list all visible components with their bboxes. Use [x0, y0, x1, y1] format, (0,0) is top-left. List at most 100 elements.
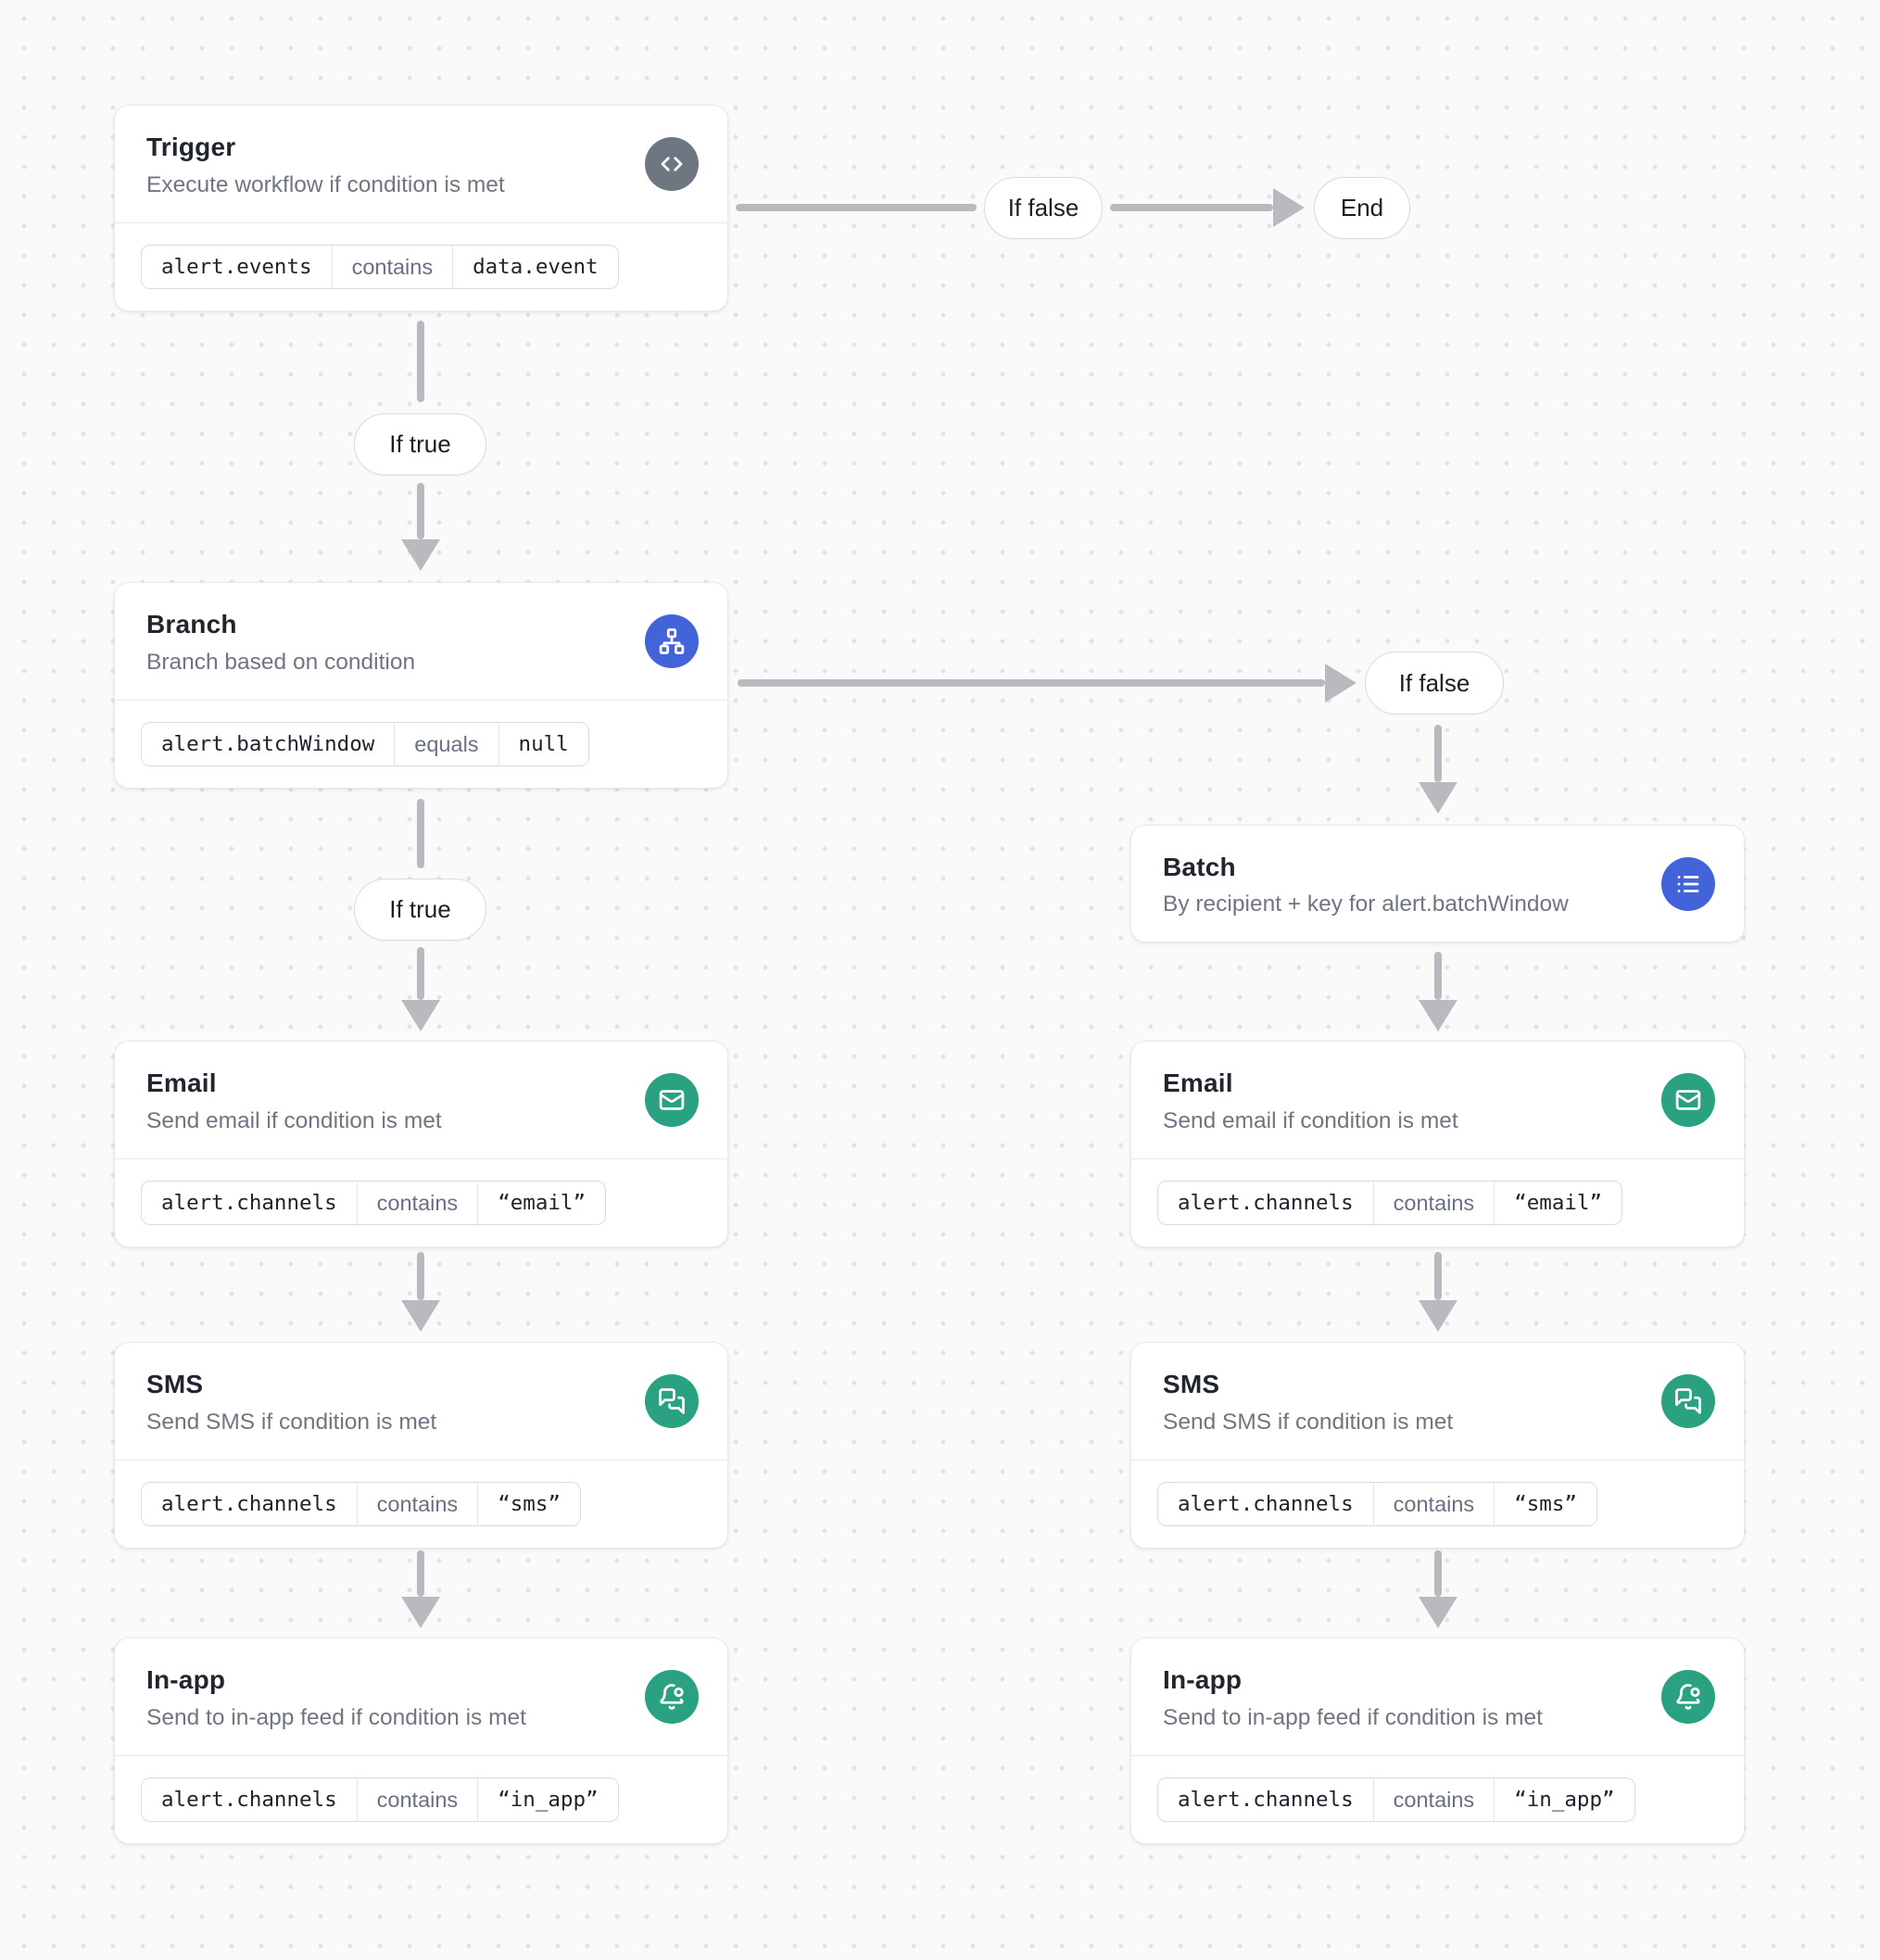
node-subtitle: Branch based on condition: [146, 650, 416, 675]
chip-field: alert.channels: [1178, 1788, 1354, 1812]
chip-operator: contains: [331, 246, 453, 288]
condition-row: alert.channels contains “in_app”: [1131, 1755, 1744, 1843]
chip-value: null: [498, 723, 588, 765]
arrowhead-down-icon: [1419, 782, 1457, 814]
bell-dot-icon: [645, 1670, 699, 1724]
edge-label-if-true-branch: If true: [354, 879, 486, 941]
arrowhead-down-icon: [401, 1300, 440, 1332]
chip-operator: equals: [394, 723, 498, 765]
node-header: Email Send email if condition is met: [1131, 1042, 1744, 1158]
chip-value: “sms”: [1494, 1483, 1596, 1525]
condition-chip: alert.channels contains “sms”: [1157, 1482, 1597, 1526]
email-node-left[interactable]: Email Send email if condition is met ale…: [114, 1041, 728, 1247]
bell-dot-icon: [1661, 1670, 1715, 1724]
edge-label-if-false-branch: If false: [1365, 651, 1504, 714]
chip-operator: contains: [1372, 1182, 1495, 1224]
node-subtitle: Send SMS if condition is met: [1163, 1410, 1454, 1435]
list-icon: [1661, 857, 1715, 911]
node-subtitle: Send email if condition is met: [146, 1108, 442, 1133]
node-title: SMS: [1163, 1370, 1220, 1398]
sms-node-left[interactable]: SMS Send SMS if condition is met alert.c…: [114, 1342, 728, 1549]
trigger-node[interactable]: Trigger Execute workflow if condition is…: [114, 105, 728, 311]
node-header: SMS Send SMS if condition is met: [1131, 1343, 1744, 1460]
node-title: Email: [146, 1069, 217, 1097]
edge-trigger-to-iffalse: [736, 204, 977, 211]
edge-label-text: If true: [389, 895, 451, 923]
condition-chip: alert.channels contains “in_app”: [141, 1777, 619, 1822]
condition-chip: alert.channels contains “email”: [1157, 1181, 1623, 1225]
arrowhead-down-icon: [1419, 1300, 1457, 1332]
node-header: Email Send email if condition is met: [115, 1042, 727, 1158]
envelope-icon: [645, 1073, 699, 1127]
condition-row: alert.events contains data.event: [115, 222, 727, 310]
batch-node[interactable]: Batch By recipient + key for alert.batch…: [1130, 825, 1745, 942]
chip-operator: contains: [356, 1778, 478, 1821]
chat-bubbles-icon: [645, 1374, 699, 1428]
edge-sms-to-inapp-left: [417, 1550, 424, 1597]
chip-operator: contains: [1372, 1483, 1495, 1525]
condition-chip: alert.events contains data.event: [141, 245, 619, 289]
node-title: Trigger: [146, 133, 236, 161]
chip-field: alert.channels: [161, 1788, 337, 1812]
chip-field: alert.channels: [161, 1191, 337, 1215]
node-subtitle: Execute workflow if condition is met: [146, 172, 505, 197]
chip-operator: contains: [356, 1483, 478, 1525]
inapp-node-right[interactable]: In-app Send to in-app feed if condition …: [1130, 1638, 1745, 1844]
node-header: Branch Branch based on condition: [115, 583, 727, 700]
node-title: In-app: [1163, 1665, 1243, 1694]
edge-iffalse-to-batch: [1434, 725, 1442, 782]
end-node[interactable]: End: [1314, 177, 1410, 239]
edge-label-if-true-trigger: If true: [354, 413, 486, 475]
node-header: In-app Send to in-app feed if condition …: [1131, 1638, 1744, 1755]
condition-chip: alert.channels contains “in_app”: [1157, 1777, 1635, 1822]
node-header: Trigger Execute workflow if condition is…: [115, 106, 727, 222]
node-header: SMS Send SMS if condition is met: [115, 1343, 727, 1460]
condition-row: alert.batchWindow equals null: [115, 700, 727, 788]
condition-chip: alert.channels contains “email”: [141, 1181, 607, 1225]
edge-branch-to-iftrue: [417, 799, 424, 868]
edge-iffalse-to-end: [1110, 204, 1273, 211]
chip-value: “in_app”: [477, 1778, 617, 1821]
arrowhead-right-icon: [1325, 664, 1356, 702]
edge-email-to-sms-left: [417, 1252, 424, 1300]
edge-iftrue-to-email: [417, 947, 424, 1000]
node-title: In-app: [146, 1665, 226, 1694]
edge-trigger-to-iftrue: [417, 321, 424, 402]
node-subtitle: Send to in-app feed if condition is met: [146, 1705, 526, 1730]
arrowhead-down-icon: [401, 539, 440, 571]
condition-row: alert.channels contains “in_app”: [115, 1755, 727, 1843]
node-title: Branch: [146, 610, 237, 639]
chat-bubbles-icon: [1661, 1374, 1715, 1428]
chip-field: alert.channels: [1178, 1492, 1354, 1516]
edge-branch-to-iffalse: [738, 679, 1325, 687]
envelope-icon: [1661, 1073, 1715, 1127]
edge-label-text: If true: [389, 430, 451, 458]
chip-value: “sms”: [477, 1483, 580, 1525]
edge-email-to-sms-right: [1434, 1252, 1442, 1300]
edge-sms-to-inapp-right: [1434, 1550, 1442, 1597]
chip-field: alert.channels: [1178, 1191, 1354, 1215]
edge-iftrue-to-branch: [417, 483, 424, 539]
arrowhead-down-icon: [401, 1000, 440, 1031]
node-subtitle: By recipient + key for alert.batchWindow: [1163, 891, 1569, 917]
arrowhead-down-icon: [401, 1597, 440, 1628]
code-icon: [645, 137, 699, 191]
condition-row: alert.channels contains “sms”: [115, 1460, 727, 1548]
condition-row: alert.channels contains “sms”: [1131, 1460, 1744, 1548]
branch-node[interactable]: Branch Branch based on condition alert.b…: [114, 582, 728, 789]
edge-label-if-false-trigger: If false: [984, 177, 1103, 239]
node-title: Batch: [1163, 852, 1236, 881]
node-subtitle: Send to in-app feed if condition is met: [1163, 1705, 1543, 1730]
node-header: In-app Send to in-app feed if condition …: [115, 1638, 727, 1755]
arrowhead-down-icon: [1419, 1000, 1457, 1031]
sms-node-right[interactable]: SMS Send SMS if condition is met alert.c…: [1130, 1342, 1745, 1549]
email-node-right[interactable]: Email Send email if condition is met ale…: [1130, 1041, 1745, 1247]
node-subtitle: Send SMS if condition is met: [146, 1410, 437, 1435]
condition-chip: alert.channels contains “sms”: [141, 1482, 581, 1526]
node-title: SMS: [146, 1370, 204, 1398]
chip-value: “email”: [477, 1182, 605, 1224]
inapp-node-left[interactable]: In-app Send to in-app feed if condition …: [114, 1638, 728, 1844]
edge-label-text: If false: [1007, 194, 1079, 221]
node-subtitle: Send email if condition is met: [1163, 1108, 1458, 1133]
